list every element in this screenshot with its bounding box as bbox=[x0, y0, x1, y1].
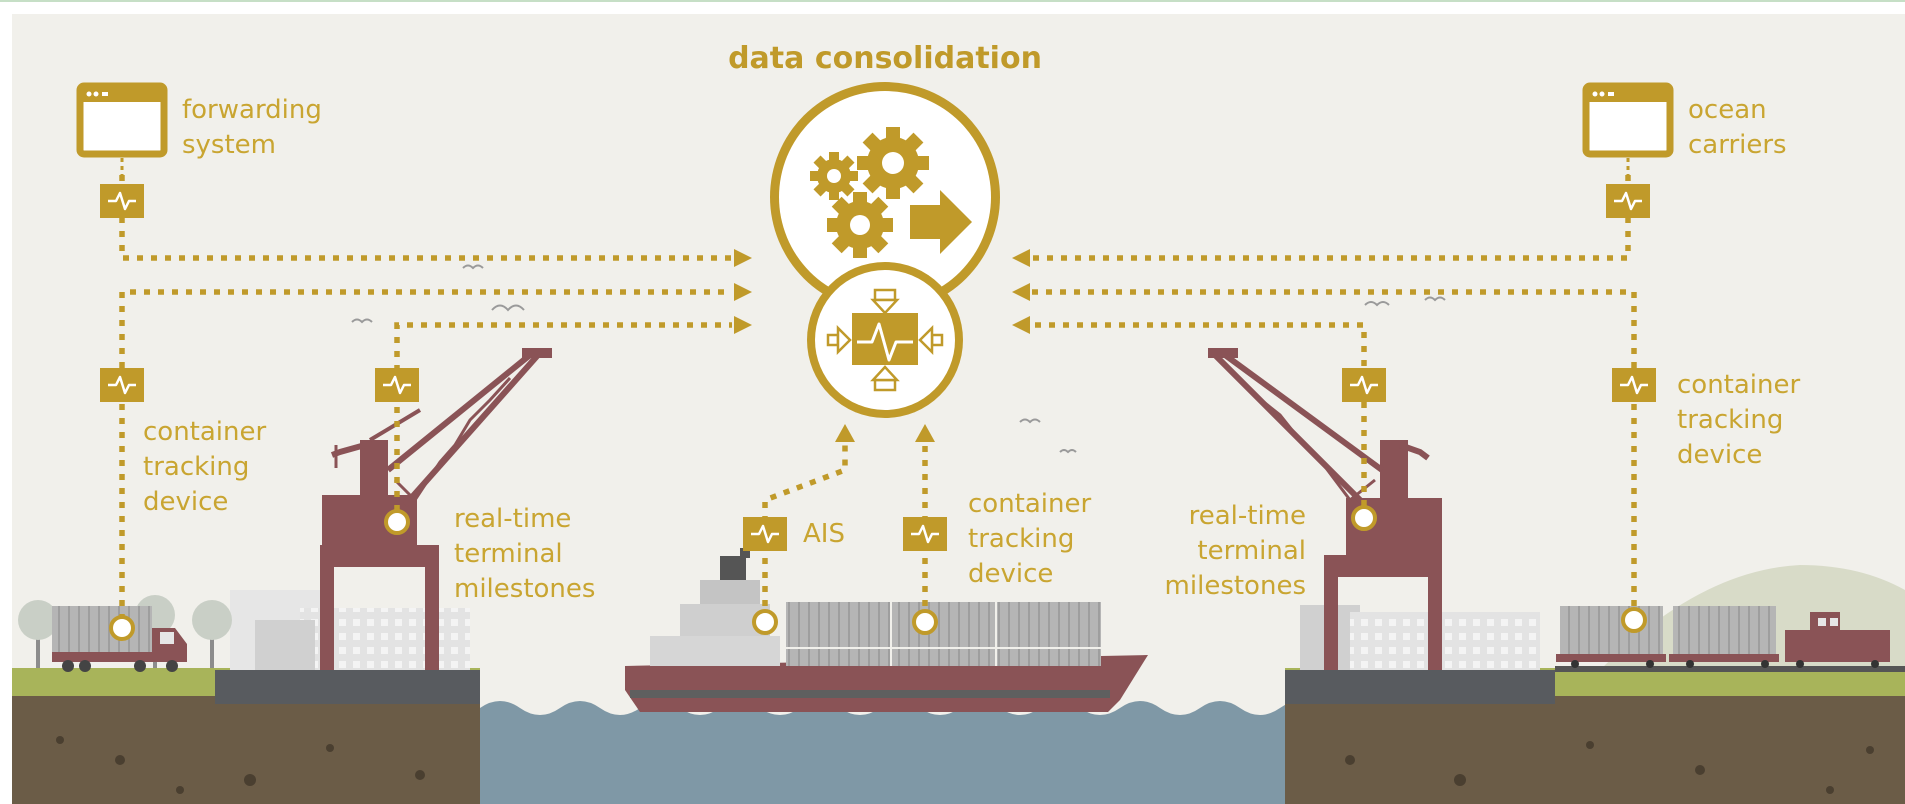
diagram-title: data consolidation bbox=[728, 41, 1042, 76]
train bbox=[1555, 606, 1905, 672]
left-shore bbox=[12, 668, 480, 804]
harbor-water bbox=[480, 700, 1285, 804]
realtime-left-label-line1: real-time bbox=[454, 504, 571, 534]
ocean-carriers-label-line2: carriers bbox=[1688, 130, 1787, 160]
arrow-right-icon bbox=[910, 190, 972, 254]
realtime-right-label-line1: real-time bbox=[1189, 501, 1306, 531]
realtime-right-label-line3: milestones bbox=[1165, 571, 1306, 601]
signal-chip-icon bbox=[901, 515, 949, 553]
tracking-left-label-line3: device bbox=[143, 487, 228, 517]
signal-chip-icon bbox=[741, 515, 789, 553]
arrowheads bbox=[734, 249, 1030, 442]
container-ship bbox=[625, 548, 1148, 712]
tracking-ship-label-line1: container bbox=[968, 489, 1092, 519]
train-tracker-node bbox=[1621, 607, 1647, 633]
forwarding-system-label-line2: system bbox=[182, 130, 276, 160]
data-consolidation-hub bbox=[770, 82, 1000, 418]
gears-icon bbox=[810, 127, 929, 258]
right-shore bbox=[1285, 668, 1905, 804]
signal-chip-icon bbox=[373, 366, 421, 404]
realtime-left-label-line3: milestones bbox=[454, 574, 595, 604]
truck-tracker-node bbox=[109, 615, 135, 641]
tracking-right-label-line3: device bbox=[1677, 440, 1762, 470]
realtime-right-label-line2: terminal bbox=[1197, 536, 1306, 566]
ocean-carriers-label-line1: ocean bbox=[1688, 95, 1767, 125]
signal-chip-icon bbox=[1604, 182, 1652, 220]
tracking-left-label-line1: container bbox=[143, 417, 267, 447]
birds bbox=[351, 264, 1446, 454]
tracking-right-label-line2: tracking bbox=[1677, 405, 1783, 435]
signal-chip-icon bbox=[1610, 366, 1658, 404]
tracking-ship-label-line2: tracking bbox=[968, 524, 1074, 554]
crane-right-node bbox=[1351, 505, 1377, 531]
ship-tracker-node bbox=[912, 609, 938, 635]
truck bbox=[52, 606, 187, 672]
realtime-left-label-line2: terminal bbox=[454, 539, 563, 569]
signal-chip-icon bbox=[98, 366, 146, 404]
tracking-right-label-line1: container bbox=[1677, 370, 1801, 400]
forwarding-system-browser-icon bbox=[80, 86, 164, 154]
ocean-carriers-browser-icon bbox=[1586, 86, 1670, 154]
tracking-left-label-line2: tracking bbox=[143, 452, 249, 482]
ais-label: AIS bbox=[803, 519, 845, 549]
signal-chip-icon bbox=[98, 182, 146, 220]
ship-ais-node bbox=[752, 609, 778, 635]
forwarding-system-label-line1: forwarding bbox=[182, 95, 322, 125]
crane-left-node bbox=[384, 509, 410, 535]
tracking-ship-label-line3: device bbox=[968, 559, 1053, 589]
consolidate-signal-icon bbox=[826, 288, 944, 392]
signal-chip-icon bbox=[1340, 366, 1388, 404]
